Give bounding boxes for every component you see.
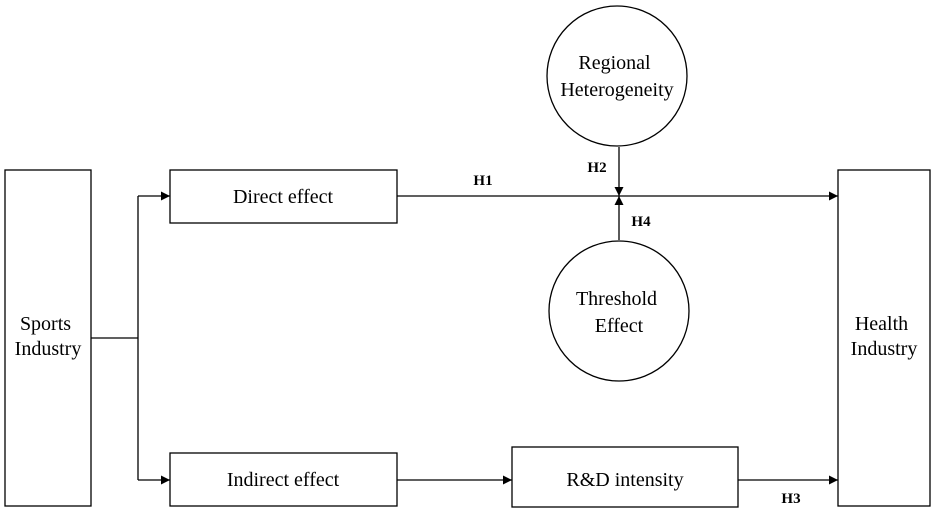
h3-label: H3 (781, 491, 800, 507)
regional-heterogeneity-node: Regional Heterogeneity (546, 5, 688, 147)
rd-intensity-node: R&D intensity (511, 446, 739, 508)
sports-industry-label: Sports Industry (15, 313, 82, 360)
indirect-effect-box (169, 452, 398, 507)
direct-effect-box (169, 169, 398, 224)
health-industry-box (837, 169, 931, 507)
h1-label: H1 (473, 173, 492, 189)
rd-intensity-box (511, 446, 739, 508)
health-industry-node: Health Industry (837, 169, 931, 507)
sports-industry-box (4, 169, 92, 507)
regional-heterogeneity-label: Regional Heterogeneity (560, 52, 673, 101)
h2-label: H2 (587, 160, 606, 176)
indirect-effect-label: Indirect effect (227, 469, 340, 491)
threshold-effect-node: Threshold Effect (548, 240, 690, 382)
regional-heterogeneity-circle (546, 5, 688, 147)
health-industry-label: Health Industry (851, 313, 918, 360)
threshold-effect-circle (548, 240, 690, 382)
connectors (91, 147, 838, 485)
direct-effect-node: Direct effect (169, 169, 398, 224)
rd-intensity-label: R&D intensity (566, 469, 683, 491)
sports-industry-node: Sports Industry (4, 169, 92, 507)
threshold-effect-label: Threshold Effect (576, 288, 662, 337)
direct-effect-label: Direct effect (233, 186, 334, 208)
indirect-effect-node: Indirect effect (169, 452, 398, 507)
h4-label: H4 (631, 214, 651, 230)
